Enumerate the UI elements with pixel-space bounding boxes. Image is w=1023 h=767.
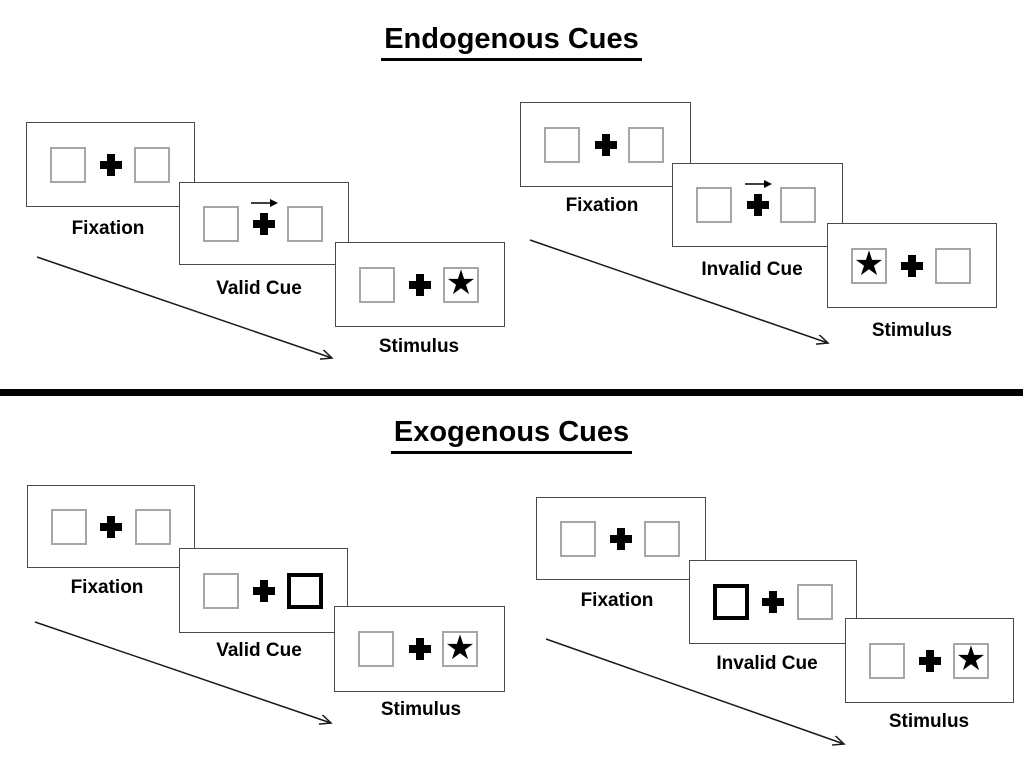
card-stimulus-endogenous-valid: ★	[335, 242, 505, 327]
left-target-box: ★	[851, 245, 887, 284]
left-placeholder-box	[203, 205, 239, 242]
card-label-fixation: Fixation	[565, 195, 639, 216]
card-invalid-cue-endogenous-invalid	[672, 163, 843, 247]
card-label-stimulus: Stimulus	[378, 336, 460, 357]
fixation-cross-icon	[99, 153, 122, 176]
fixation-cross-icon	[901, 254, 923, 277]
right-placeholder-box	[135, 508, 171, 545]
timeline-arrow-endogenous-invalid	[529, 239, 828, 343]
right-placeholder-box	[644, 520, 680, 557]
fixation-cross-icon	[746, 194, 769, 216]
timeline-arrow-exogenous-valid	[34, 621, 331, 723]
fixation-cross-icon	[409, 273, 431, 296]
left-placeholder-box	[869, 642, 905, 679]
right-placeholder-box	[780, 187, 816, 223]
left-placeholder-box	[560, 520, 596, 557]
fixation-cross-icon	[253, 212, 275, 235]
right-placeholder-box	[797, 584, 833, 620]
star-target-icon: ★	[853, 245, 885, 283]
fixation-cross-icon	[252, 579, 275, 602]
left-placeholder-box	[696, 187, 732, 223]
star-target-icon: ★	[445, 264, 477, 302]
right-target-box: ★	[953, 640, 989, 679]
fixation-cross-icon	[918, 649, 941, 672]
section-title-endogenous-text: Endogenous Cues	[381, 23, 642, 61]
right-placeholder-box	[628, 126, 664, 163]
left-placeholder-box	[203, 572, 239, 609]
section-title-exogenous: Exogenous Cues	[0, 416, 1023, 454]
card-label-fixation: Fixation	[580, 590, 654, 611]
card-label-fixation: Fixation	[71, 218, 145, 239]
left-placeholder-box	[51, 508, 87, 545]
cue-arrow-icon	[744, 180, 772, 188]
section-divider	[0, 389, 1023, 396]
timeline-arrow-endogenous-valid	[36, 256, 332, 358]
right-placeholder-box	[134, 146, 170, 183]
card-label-valid-cue: Valid Cue	[216, 278, 302, 299]
card-stimulus-exogenous-valid: ★	[334, 606, 505, 692]
card-label-stimulus: Stimulus	[380, 699, 462, 720]
card-label-stimulus: Stimulus	[888, 711, 970, 732]
card-label-fixation: Fixation	[70, 577, 144, 598]
fixation-cross-icon	[762, 591, 784, 613]
card-label-invalid-cue: Invalid Cue	[701, 259, 803, 280]
card-label-stimulus: Stimulus	[871, 320, 953, 341]
section-title-endogenous: Endogenous Cues	[0, 23, 1023, 61]
left-placeholder-box	[50, 146, 86, 183]
left-placeholder-box	[544, 126, 580, 163]
card-valid-cue-endogenous-valid	[179, 182, 349, 265]
star-target-icon: ★	[955, 640, 987, 678]
card-stimulus-exogenous-invalid: ★	[845, 618, 1014, 703]
star-target-icon: ★	[444, 628, 476, 667]
card-fixation-endogenous-valid	[26, 122, 195, 207]
card-valid-cue-exogenous-valid	[179, 548, 348, 633]
cue-arrow-icon	[251, 199, 278, 207]
left-placeholder-box	[358, 631, 394, 667]
fixation-cross-icon	[610, 527, 632, 550]
right-target-box: ★	[443, 264, 479, 303]
right-placeholder-box	[287, 205, 323, 242]
right-cue-box	[287, 572, 323, 609]
right-placeholder-box	[935, 247, 971, 284]
section-title-exogenous-text: Exogenous Cues	[390, 416, 633, 454]
card-stimulus-endogenous-invalid: ★	[827, 223, 997, 308]
card-invalid-cue-exogenous-invalid	[689, 560, 857, 644]
left-cue-box	[713, 584, 749, 620]
card-label-invalid-cue: Invalid Cue	[716, 653, 818, 674]
left-placeholder-box	[359, 266, 395, 303]
card-fixation-exogenous-valid	[27, 485, 195, 568]
fixation-cross-icon	[408, 638, 431, 660]
card-fixation-exogenous-invalid	[536, 497, 706, 580]
fixation-cross-icon	[594, 133, 617, 156]
fixation-cross-icon	[100, 515, 122, 538]
card-fixation-endogenous-invalid	[520, 102, 691, 187]
right-target-box: ★	[442, 631, 478, 667]
card-label-valid-cue: Valid Cue	[216, 640, 302, 661]
